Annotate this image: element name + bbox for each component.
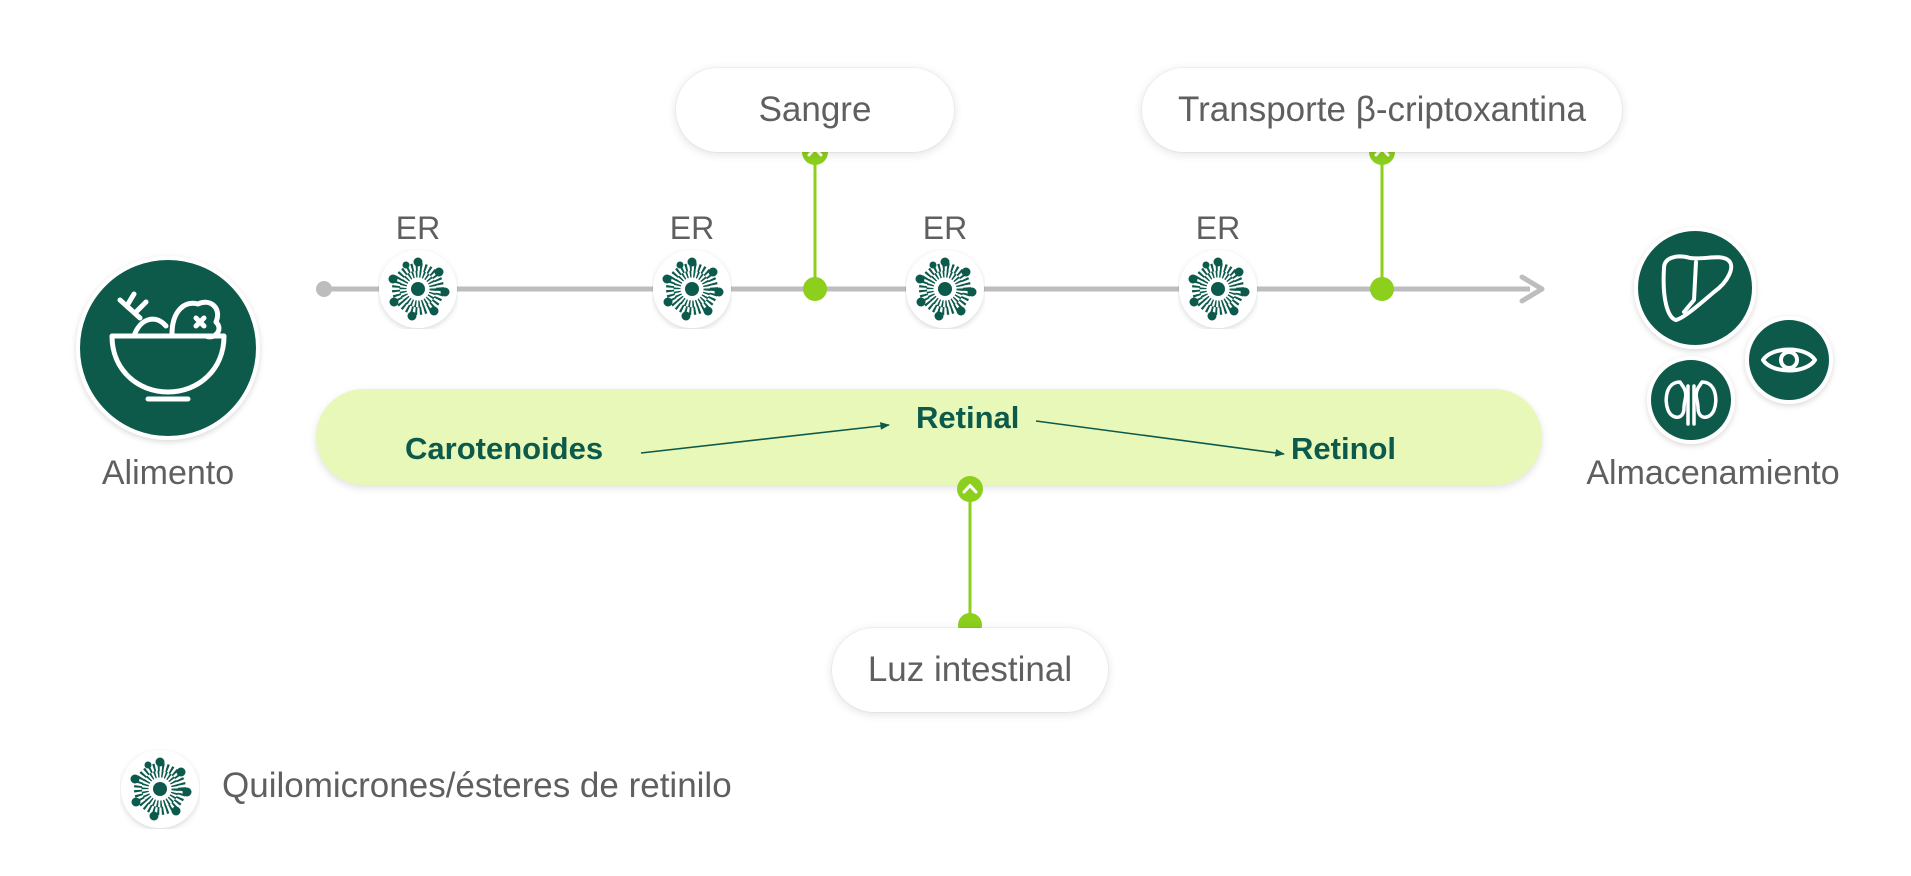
transporte-connector [1368,138,1396,301]
carotenoides-label: Carotenoides [405,431,604,466]
luz-intestinal-text: Luz intestinal [867,650,1073,689]
er-label: ER [669,210,715,246]
liver-icon [1661,254,1734,322]
luz-intestinal-pill: Luz intestinal [832,628,1108,712]
arrow-carotenoides-to-retinal [640,422,890,454]
food-node [76,256,260,440]
arrow-retinal-to-retinol [1035,420,1285,457]
transporte-pill: Transporte β-criptoxantina [1142,68,1622,152]
chevron-up-icon [957,476,983,502]
conversion-band [316,389,1542,485]
sangre-connector [801,138,829,301]
transporte-text: Transporte β-criptoxantina [1178,90,1586,129]
er-label: ER [922,210,968,246]
er-label: ER [395,210,441,246]
alimento-label: Alimento [101,454,235,492]
eye-icon [1761,347,1817,373]
retinol-label: Retinol [1291,431,1397,466]
retinal-label: Retinal [916,400,1020,435]
legend-label: Quilomicrones/ésteres de retinilo [222,766,732,805]
almacenamiento-label: Almacenamiento [1586,454,1840,492]
er-label: ER [1195,210,1241,246]
sangre-pill: Sangre [676,68,954,152]
sangre-text: Sangre [758,90,872,129]
salad-bowl-icon [109,291,227,402]
storage-node [1634,227,1833,444]
kidney-icon [1664,380,1718,426]
